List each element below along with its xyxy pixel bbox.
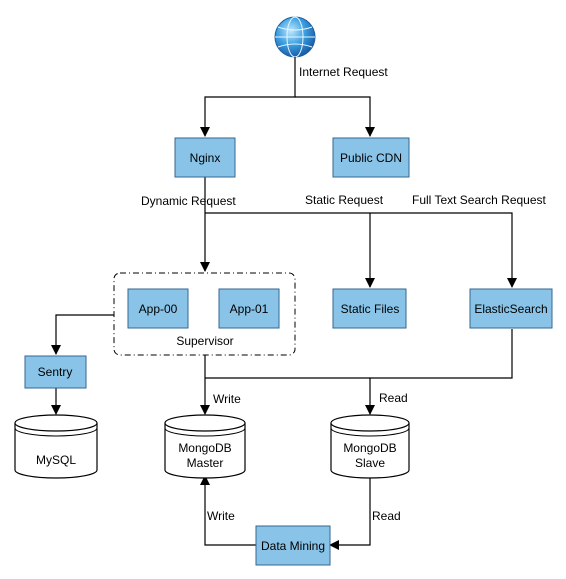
db-mongodb-slave-line1: MongoDB bbox=[343, 441, 396, 455]
edge-mining-master bbox=[200, 475, 256, 546]
node-app-01[interactable]: App-01 bbox=[218, 288, 280, 329]
db-mysql-label: MySQL bbox=[36, 453, 76, 467]
label-write-master: Write bbox=[213, 392, 241, 406]
node-nginx-label: Nginx bbox=[190, 151, 221, 165]
node-app-01-label: App-01 bbox=[230, 302, 269, 316]
label-read-slave: Read bbox=[379, 391, 408, 405]
node-elasticsearch[interactable]: ElasticSearch bbox=[469, 288, 553, 329]
node-static-files[interactable]: Static Files bbox=[332, 288, 407, 329]
edge-nginx-elasticsearch bbox=[205, 212, 517, 288]
edge-elasticsearch-slave bbox=[365, 329, 513, 415]
node-static-files-label: Static Files bbox=[341, 302, 400, 316]
db-mongodb-master[interactable]: MongoDB Master bbox=[164, 414, 246, 479]
supervisor-group bbox=[113, 272, 296, 356]
label-static-request: Static Request bbox=[305, 193, 384, 207]
node-app-00[interactable]: App-00 bbox=[127, 288, 189, 329]
db-mongodb-slave[interactable]: MongoDB Slave bbox=[330, 414, 410, 479]
label-write-mining: Write bbox=[207, 509, 235, 523]
edge-internet-nginx bbox=[200, 57, 296, 137]
node-public-cdn[interactable]: Public CDN bbox=[332, 137, 410, 178]
node-sentry-label: Sentry bbox=[38, 365, 73, 379]
db-mongodb-master-line1: MongoDB bbox=[178, 441, 231, 455]
db-mongodb-slave-line2: Slave bbox=[355, 456, 385, 470]
db-mongodb-master-line2: Master bbox=[187, 456, 224, 470]
supervisor-label: Supervisor bbox=[176, 334, 233, 348]
globe-icon bbox=[274, 16, 316, 58]
node-nginx[interactable]: Nginx bbox=[174, 137, 236, 178]
node-elasticsearch-label: ElasticSearch bbox=[474, 302, 547, 316]
label-dynamic-request: Dynamic Request bbox=[141, 194, 236, 208]
label-internet-request: Internet Request bbox=[299, 65, 388, 79]
edge-slave-mining bbox=[329, 476, 371, 550]
label-full-text-search-request: Full Text Search Request bbox=[412, 193, 547, 207]
node-app-00-label: App-00 bbox=[139, 302, 178, 316]
node-data-mining-label: Data Mining bbox=[261, 539, 325, 553]
edge-supervisor-sentry bbox=[51, 314, 114, 355]
edge-internet-cdn bbox=[295, 96, 375, 137]
label-read-mining: Read bbox=[372, 509, 401, 523]
node-public-cdn-label: Public CDN bbox=[340, 151, 402, 165]
db-mysql[interactable]: MySQL bbox=[14, 414, 98, 479]
edges bbox=[51, 57, 517, 550]
node-data-mining[interactable]: Data Mining bbox=[255, 525, 331, 566]
node-sentry[interactable]: Sentry bbox=[24, 355, 87, 389]
